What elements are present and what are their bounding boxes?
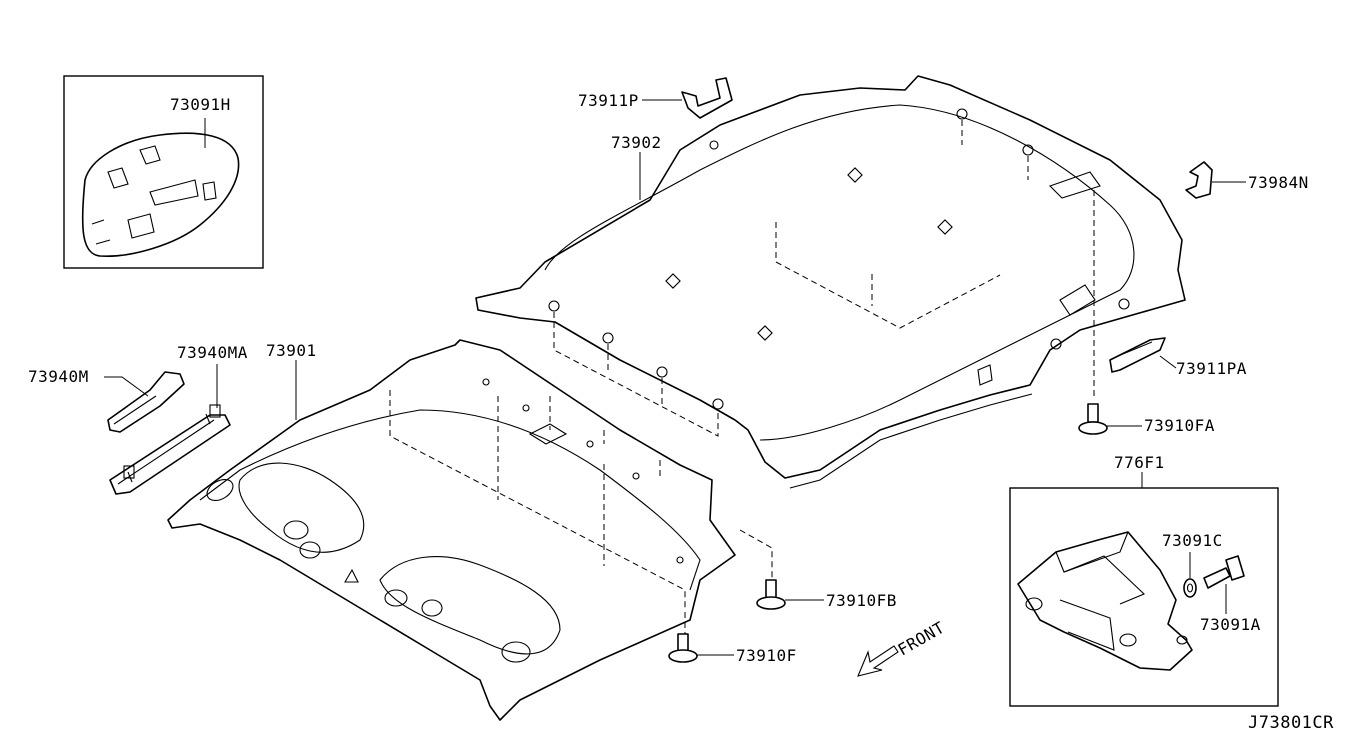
part-73910f[interactable] [668,633,698,663]
label-73091h: 73091H [170,95,231,114]
part-73940m[interactable] [107,371,185,433]
diagram-code: J73801CR [1248,713,1334,733]
label-73910fb: 73910FB [826,591,897,610]
label-73902: 73902 [611,133,662,152]
label-73901: 73901 [266,341,317,360]
front-arrow-icon [857,645,899,677]
label-776f1: 776F1 [1114,453,1165,472]
part-73940ma[interactable] [109,404,231,495]
part-73910fb[interactable] [756,579,786,610]
part-73902-headliner[interactable] [475,75,1186,489]
part-73984n[interactable] [1185,161,1213,199]
label-73091a: 73091A [1200,615,1261,634]
label-73911p: 73911P [578,91,639,110]
label-73940ma: 73940MA [177,343,248,362]
label-73940m: 73940M [28,367,89,386]
label-73984n: 73984N [1248,173,1309,192]
part-73091a-bolt[interactable] [1203,555,1245,589]
part-73091c-washer[interactable] [1183,578,1197,598]
part-73091h[interactable] [81,132,240,257]
part-73911p[interactable] [681,77,733,119]
label-73910f: 73910F [736,646,797,665]
label-73091c: 73091C [1162,531,1223,550]
part-73901-headliner[interactable] [167,339,736,721]
label-73911pa: 73911PA [1176,359,1247,378]
part-776f1-bracket[interactable] [1017,531,1193,671]
label-73910fa: 73910FA [1144,416,1215,435]
inset-box-776f1 [1009,487,1279,707]
inset-box-73091h [63,75,264,269]
front-label: FRONT [895,618,948,660]
part-73910fa[interactable] [1078,403,1108,435]
part-73911pa[interactable] [1109,337,1166,373]
